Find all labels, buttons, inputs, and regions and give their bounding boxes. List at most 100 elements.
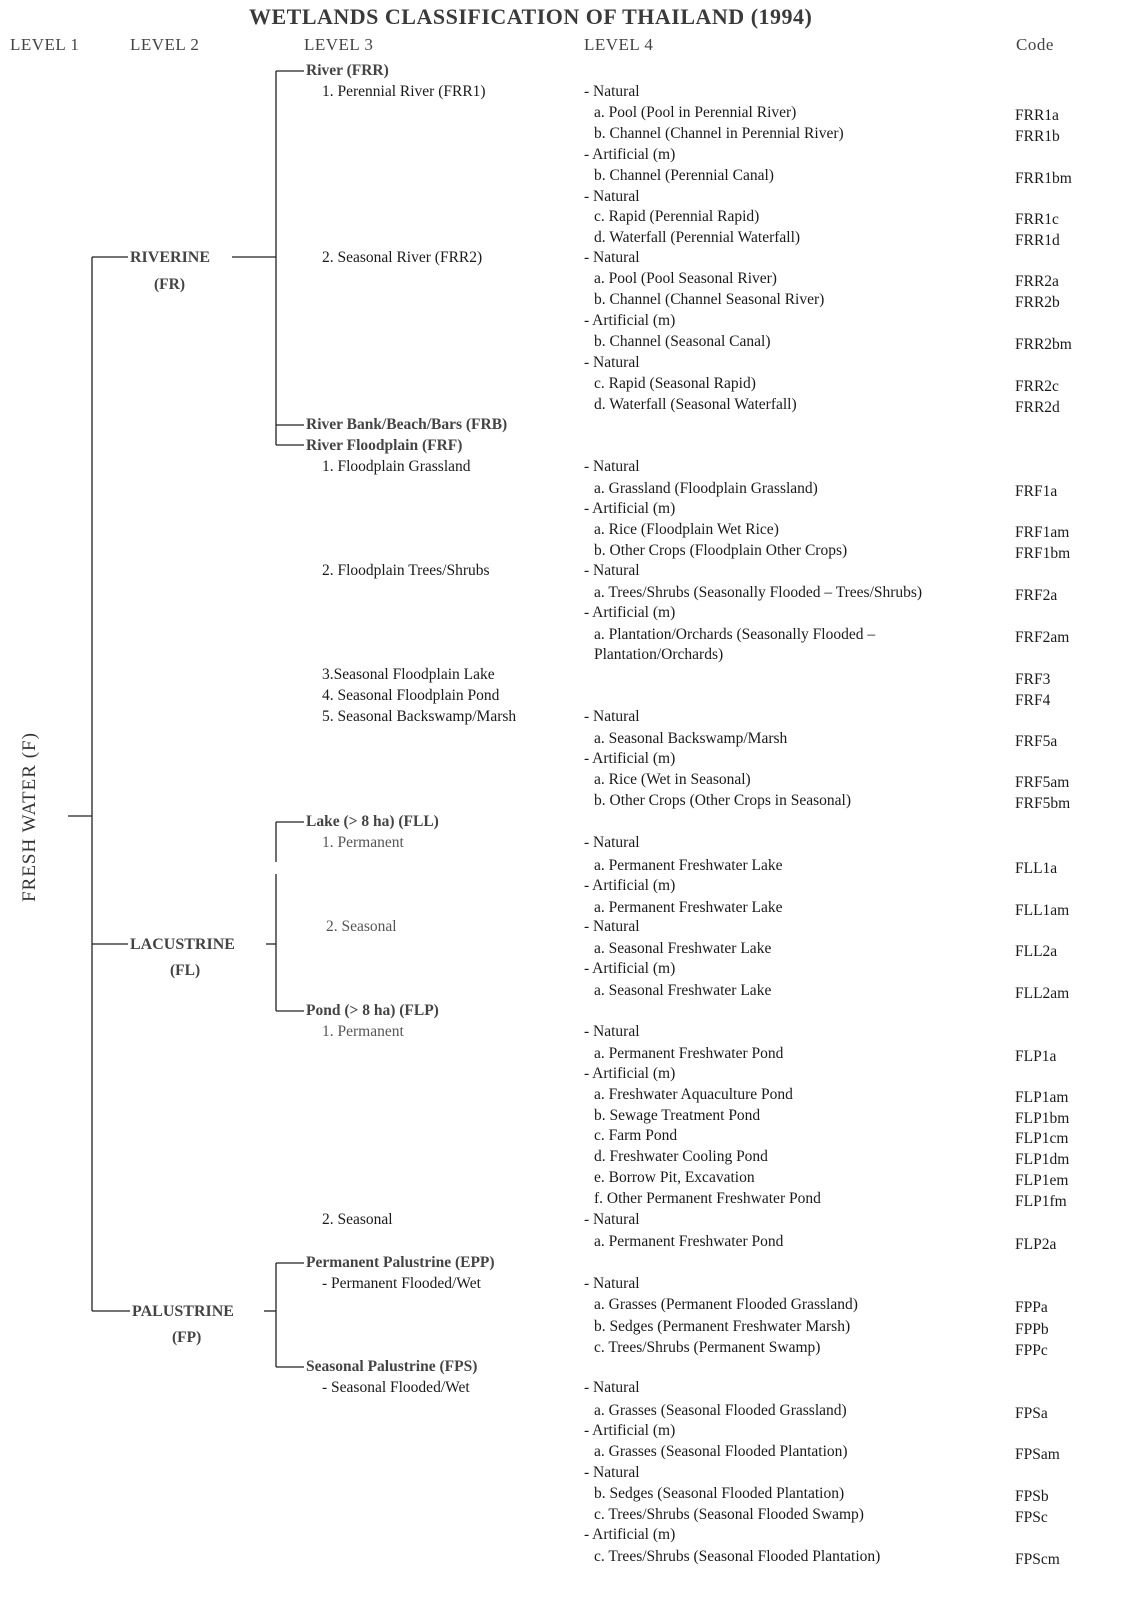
level3-floodplain-lake: 3.Seasonal Floodplain Lake xyxy=(322,666,495,683)
level2-palustrine: PALUSTRINE xyxy=(132,1303,234,1320)
level4-item: - Natural xyxy=(584,1379,640,1396)
level4-item: f. Other Permanent Freshwater Pond xyxy=(594,1190,821,1207)
page-title: WETLANDS CLASSIFICATION OF THAILAND (199… xyxy=(249,4,813,29)
code-value: FPSa xyxy=(1015,1405,1048,1422)
level4-item: d. Waterfall (Perennial Waterfall) xyxy=(594,229,801,246)
level4-item: - Natural xyxy=(584,458,640,475)
level3-floodplain-grassland: 1. Floodplain Grassland xyxy=(322,458,471,475)
level3-floodplain-pond: 4. Seasonal Floodplain Pond xyxy=(322,687,500,704)
level3-perennial-river: 1. Perennial River (FRR1) xyxy=(322,83,486,100)
level4-item: - Natural xyxy=(584,249,640,266)
level4-item: a. Grasses (Seasonal Flooded Plantation) xyxy=(594,1443,848,1460)
level3-seasonal-palustrine: Seasonal Palustrine (FPS) xyxy=(306,1358,478,1375)
level3-pond-permanent: 1. Permanent xyxy=(322,1023,404,1040)
level2-lacustrine: LACUSTRINE xyxy=(130,936,235,953)
code-value: FLL2a xyxy=(1015,943,1058,960)
level3-permanent-flooded: - Permanent Flooded/Wet xyxy=(322,1275,481,1292)
code-value: FLP1bm xyxy=(1015,1110,1070,1127)
level4-item: b. Channel (Channel in Perennial River) xyxy=(594,125,844,142)
level4-item: - Natural xyxy=(584,918,640,935)
code-value: FLL1am xyxy=(1015,902,1070,919)
code-value: FLL1a xyxy=(1015,860,1058,877)
level4-item: a. Rice (Wet in Seasonal) xyxy=(594,771,751,788)
header-code: Code xyxy=(1016,35,1054,54)
code-value: FRF1a xyxy=(1015,483,1058,500)
level2-riverine-code: (FR) xyxy=(154,276,185,293)
level2-lacustrine-code: (FL) xyxy=(170,962,201,979)
level4-item: a. Permanent Freshwater Lake xyxy=(594,857,783,874)
level2-riverine: RIVERINE xyxy=(130,249,211,266)
level3-river-bank: River Bank/Beach/Bars (FRB) xyxy=(306,416,508,433)
level4-item: d. Freshwater Cooling Pond xyxy=(594,1148,768,1165)
level1-fresh-water: FRESH WATER (F) xyxy=(18,732,40,902)
level4-item: - Natural xyxy=(584,562,640,579)
level4-item: b. Sewage Treatment Pond xyxy=(594,1107,761,1124)
level4-item: b. Channel (Channel Seasonal River) xyxy=(594,291,825,308)
code-value: FRR2d xyxy=(1015,399,1060,416)
level3-floodplain-trees: 2. Floodplain Trees/Shrubs xyxy=(322,562,490,579)
level4-item: d. Waterfall (Seasonal Waterfall) xyxy=(594,396,797,413)
level4-item: b. Sedges (Seasonal Flooded Plantation) xyxy=(594,1485,845,1502)
code-value: FRF3 xyxy=(1015,671,1051,688)
level4-item: c. Trees/Shrubs (Seasonal Flooded Planta… xyxy=(594,1548,881,1565)
level4-item: c. Trees/Shrubs (Permanent Swamp) xyxy=(594,1339,821,1356)
level4-item: a. Permanent Freshwater Lake xyxy=(594,899,783,916)
header-level4: LEVEL 4 xyxy=(584,35,654,54)
code-value: FRR2c xyxy=(1015,378,1059,395)
level4-item: a. Seasonal Backswamp/Marsh xyxy=(594,730,788,747)
level3-lake-seasonal: 2. Seasonal xyxy=(326,918,397,935)
level4-item: - Artificial (m) xyxy=(584,1065,676,1082)
level4-item: c. Rapid (Seasonal Rapid) xyxy=(594,375,756,392)
level4-item: Plantation/Orchards) xyxy=(594,646,724,663)
code-value: FLP1a xyxy=(1015,1048,1057,1065)
code-value: FLP1fm xyxy=(1015,1193,1067,1210)
level4-item: a. Grasses (Permanent Flooded Grassland) xyxy=(594,1296,858,1313)
code-value: FLP1dm xyxy=(1015,1151,1070,1168)
level4-item: - Artificial (m) xyxy=(584,500,676,517)
code-value: FPPb xyxy=(1015,1321,1049,1338)
level3-lake-permanent: 1. Permanent xyxy=(322,834,404,851)
level3-backswamp: 5. Seasonal Backswamp/Marsh xyxy=(322,708,517,725)
header-level1: LEVEL 1 xyxy=(10,35,80,54)
level4-item: a. Pool (Pool in Perennial River) xyxy=(594,104,797,121)
level4-item: - Natural xyxy=(584,1023,640,1040)
level4-item: a. Trees/Shrubs (Seasonally Flooded – Tr… xyxy=(594,584,923,601)
code-value: FPSb xyxy=(1015,1488,1049,1505)
code-value: FRF2a xyxy=(1015,587,1058,604)
code-value: FLP2a xyxy=(1015,1236,1057,1253)
code-value: FRF4 xyxy=(1015,692,1051,709)
level4-item: - Artificial (m) xyxy=(584,312,676,329)
level4-item: e. Borrow Pit, Excavation xyxy=(594,1169,755,1186)
code-value: FRF5a xyxy=(1015,733,1058,750)
code-value: FRF5am xyxy=(1015,774,1070,791)
code-value: FRR1c xyxy=(1015,211,1059,228)
code-value: FRR2b xyxy=(1015,294,1060,311)
code-value: FRR2bm xyxy=(1015,336,1072,353)
level3-river-floodplain: River Floodplain (FRF) xyxy=(306,437,463,454)
level4-item: a. Permanent Freshwater Pond xyxy=(594,1045,784,1062)
level4-item: b. Channel (Perennial Canal) xyxy=(594,167,774,184)
code-value: FRR1a xyxy=(1015,107,1059,124)
level4-item: a. Seasonal Freshwater Lake xyxy=(594,982,772,999)
code-value: FRR1bm xyxy=(1015,170,1072,187)
level3-lake: Lake (> 8 ha) (FLL) xyxy=(306,813,439,830)
level4-item: b. Channel (Seasonal Canal) xyxy=(594,333,771,350)
level4-item: a. Grasses (Seasonal Flooded Grassland) xyxy=(594,1402,847,1419)
level4-item: c. Rapid (Perennial Rapid) xyxy=(594,208,760,225)
level4-item: a. Rice (Floodplain Wet Rice) xyxy=(594,521,779,538)
code-value: FRF5bm xyxy=(1015,795,1071,812)
level4-item: a. Pool (Pool Seasonal River) xyxy=(594,270,777,287)
level4-item: a. Permanent Freshwater Pond xyxy=(594,1233,784,1250)
level4-item: - Natural xyxy=(584,354,640,371)
level4-item: a. Grassland (Floodplain Grassland) xyxy=(594,480,818,497)
level3-seasonal-river: 2. Seasonal River (FRR2) xyxy=(322,249,483,266)
level4-item: - Artificial (m) xyxy=(584,146,676,163)
level4-item: - Artificial (m) xyxy=(584,1422,676,1439)
level4-item: - Natural xyxy=(584,1211,640,1228)
code-value: FRF1bm xyxy=(1015,545,1071,562)
level3-seasonal-flooded: - Seasonal Flooded/Wet xyxy=(322,1379,470,1396)
level4-item: - Natural xyxy=(584,708,640,725)
level3-pond: Pond (> 8 ha) (FLP) xyxy=(306,1002,439,1019)
level4-item: - Artificial (m) xyxy=(584,750,676,767)
